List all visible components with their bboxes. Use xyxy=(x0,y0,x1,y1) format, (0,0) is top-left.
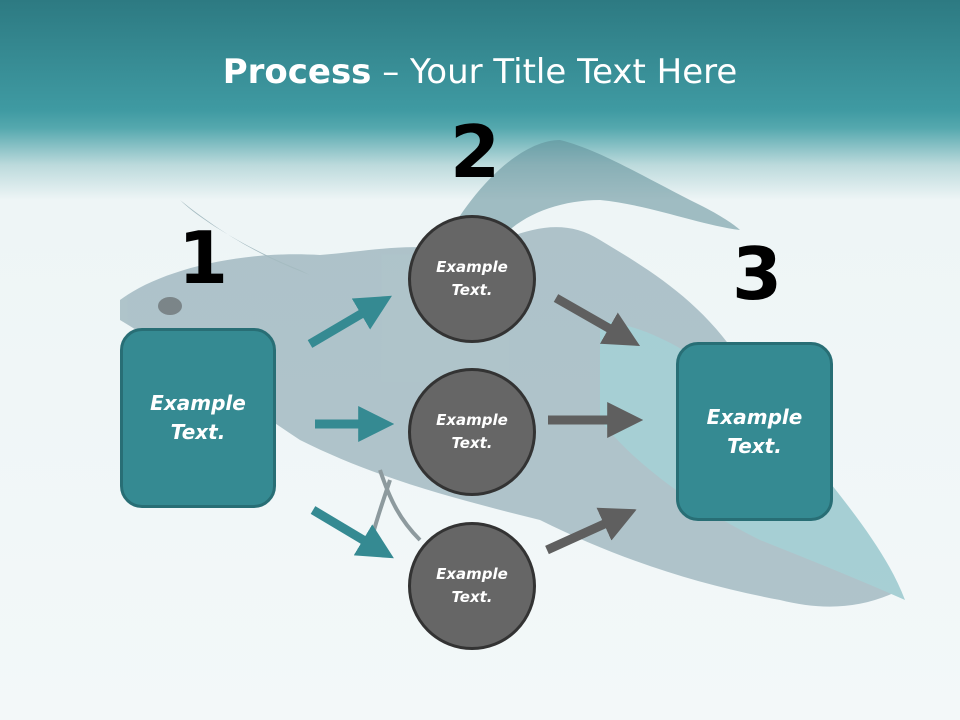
step-3-number: 3 xyxy=(732,232,783,316)
arrow-step1-to-top xyxy=(307,295,392,348)
step-3-box[interactable]: Example Text. xyxy=(676,342,833,521)
step-3-text: Example Text. xyxy=(706,404,803,458)
arrow-top-to-step3 xyxy=(553,294,641,347)
step-2-item-2-text: Example Text. xyxy=(436,411,508,452)
step-2-number: 2 xyxy=(450,110,501,194)
step-2-circle-middle[interactable]: Example Text. xyxy=(408,368,536,496)
step-2-item-3-text: Example Text. xyxy=(436,565,508,606)
step-2-circle-bottom[interactable]: Example Text. xyxy=(408,522,536,650)
step-2-item-1-text: Example Text. xyxy=(436,258,508,299)
page-title: Process – Your Title Text Here xyxy=(0,52,960,92)
title-rest: – Your Title Text Here xyxy=(371,52,738,92)
step-1-number: 1 xyxy=(178,216,229,300)
step-1-text: Example Text. xyxy=(150,391,246,444)
step-1-box[interactable]: Example Text. xyxy=(120,328,276,508)
step-2-circle-top[interactable]: Example Text. xyxy=(408,215,536,343)
arrow-bottom-to-step3 xyxy=(545,507,637,555)
arrow-step1-to-bottom xyxy=(310,506,394,559)
title-bold: Process xyxy=(222,52,372,92)
